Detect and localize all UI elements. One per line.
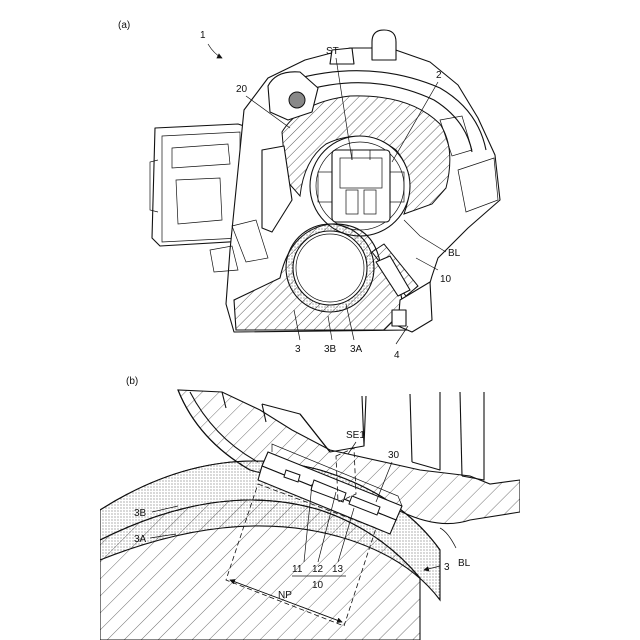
- label-part12: 12: [312, 564, 324, 575]
- label-inner-b: 3A: [134, 534, 147, 545]
- inner-layer: [293, 231, 367, 305]
- label-outer-b: 3B: [134, 508, 147, 519]
- label-sensor-b: 10: [312, 580, 324, 591]
- view-a: (a): [118, 20, 500, 361]
- bulb-socket: [310, 136, 410, 236]
- label-part11: 11: [292, 564, 303, 575]
- pivot-pin: [289, 92, 305, 108]
- label-board: 30: [388, 450, 400, 461]
- label-assembly: 1: [200, 30, 206, 41]
- label-lever: 20: [236, 84, 248, 95]
- view-a-caption: (a): [118, 20, 130, 31]
- label-bulb-b: BL: [458, 558, 471, 569]
- label-sensor: 10: [440, 274, 452, 285]
- label-socket: 2: [436, 70, 442, 81]
- view-b: (b): [100, 376, 520, 640]
- label-inner: 3A: [350, 344, 363, 355]
- label-tube: 3: [295, 344, 301, 355]
- label-bulb: BL: [448, 248, 461, 259]
- label-stop: ST: [326, 46, 339, 57]
- label-housing: 4: [394, 350, 400, 361]
- label-outer: 3B: [324, 344, 337, 355]
- top-lug: [372, 30, 396, 60]
- label-proximity: NP: [278, 590, 292, 601]
- label-part13: 13: [332, 564, 344, 575]
- label-sensing-element: SE1: [346, 430, 365, 441]
- view-b-caption: (b): [126, 376, 138, 387]
- label-tube-b: 3: [444, 562, 450, 573]
